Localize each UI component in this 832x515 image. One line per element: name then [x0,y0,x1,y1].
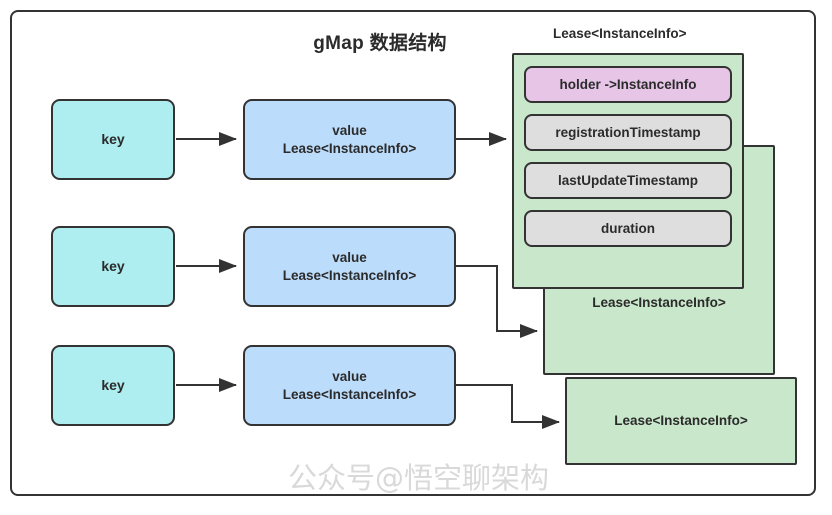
lease-stack-label: Lease<InstanceInfo> [553,26,687,41]
lease-box-3-label: Lease<InstanceInfo> [614,413,748,429]
value-box-3[interactable]: value Lease<InstanceInfo> [243,345,456,426]
lease-box-3[interactable]: Lease<InstanceInfo> [565,377,797,465]
value-box-1-line1: value [332,123,367,139]
value-box-2[interactable]: value Lease<InstanceInfo> [243,226,456,307]
key-box-1-label: key [101,130,125,147]
lease-field-holder[interactable]: holder ->InstanceInfo [524,66,732,103]
value-box-2-line2: Lease<InstanceInfo> [282,267,417,283]
lease-field-last-update-timestamp[interactable]: lastUpdateTimestamp [524,162,732,199]
lease-field-holder-label: holder ->InstanceInfo [559,76,697,92]
lease-field-duration-label: duration [601,220,655,236]
value-box-3-line2: Lease<InstanceInfo> [282,386,417,402]
key-box-3-label: key [101,376,125,393]
value-box-1[interactable]: value Lease<InstanceInfo> [243,99,456,180]
value-box-2-line1: value [332,250,367,266]
key-box-3[interactable]: key [51,345,175,426]
lease-field-last-update-timestamp-label: lastUpdateTimestamp [557,172,699,188]
key-box-2-label: key [101,257,125,274]
value-box-3-line1: value [332,369,367,385]
lease-field-list: holder ->InstanceInfo registrationTimest… [512,53,744,289]
diagram-title: gMap 数据结构 [313,33,447,54]
watermark-text: 公众号@悟空聊架构 [288,461,550,495]
lease-field-registration-timestamp-label: registrationTimestamp [555,124,701,140]
value-box-1-line2: Lease<InstanceInfo> [282,140,417,156]
lease-field-registration-timestamp[interactable]: registrationTimestamp [524,114,732,151]
lease-field-duration[interactable]: duration [524,210,732,247]
key-box-1[interactable]: key [51,99,175,180]
lease-box-2-label: Lease<InstanceInfo> [592,295,726,311]
key-box-2[interactable]: key [51,226,175,307]
diagram-frame [10,10,816,496]
